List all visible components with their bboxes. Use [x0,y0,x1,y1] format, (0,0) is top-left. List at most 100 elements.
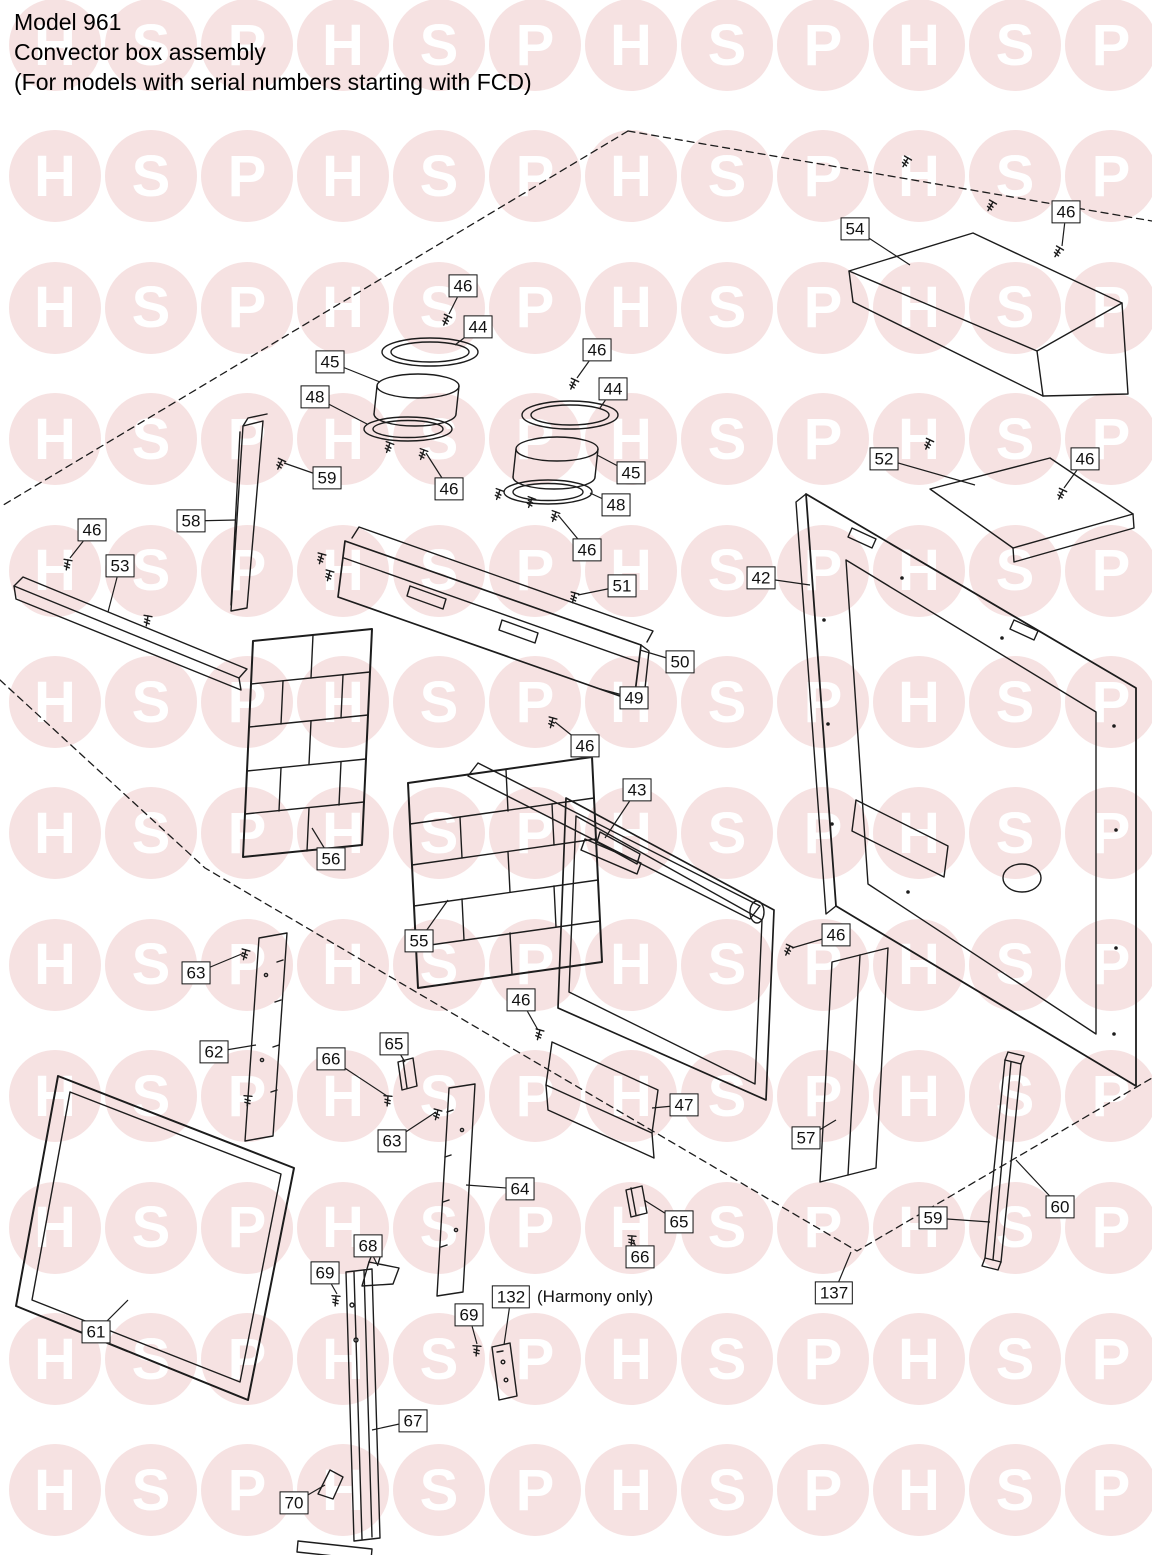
leader-line-59 [932,1217,991,1223]
watermark-letter-P: P [1065,1181,1152,1274]
leader-line-68 [367,1245,379,1267]
watermark-letter-P: P [777,1313,869,1405]
watermark-letter-P: P [489,1181,581,1274]
watermark-letter-P: P [489,130,581,223]
watermark-letter-H: H [585,130,677,223]
watermark-letter-S: S [969,130,1061,223]
watermark-letter-P: P [777,0,869,91]
watermark-letter-S: S [393,1444,485,1537]
watermark-letter-P: P [201,787,293,880]
watermark-letter-P: P [489,0,581,91]
watermark-letter-H: H [297,918,389,1011]
watermark-letter-S: S [105,1313,197,1405]
watermark-letter-S: S [105,1181,197,1274]
watermark-letter-H: H [297,261,389,354]
watermark-letter-H: H [873,1313,965,1405]
leader-line-137 [833,1251,852,1294]
watermark-letter-S: S [393,393,485,486]
leader-line-70 [293,1484,326,1504]
watermark-letter-S: S [393,656,485,748]
watermark-letter-P: P [201,1444,293,1537]
watermark-letter-H: H [873,1444,965,1537]
watermark-letter-P: P [1065,130,1152,223]
part-67-rail-assembly [296,1251,400,1555]
leader-line-53 [107,565,121,613]
leader-line-66 [632,1239,641,1258]
watermark-letter-H: H [873,1050,965,1143]
watermark-letter-P: P [489,1444,581,1537]
leader-line-46 [1063,458,1086,489]
watermark-letter-S: S [681,393,773,486]
watermark-letter-S: S [681,261,773,354]
watermark-letter-H: H [9,130,101,223]
part-65-bracket-left [397,1057,418,1091]
watermark-letter-H: H [585,261,677,354]
watermark-letter-P: P [201,1181,293,1274]
watermark-letter-S: S [681,656,773,748]
leader-line-46 [576,349,598,379]
watermark-letter-H: H [297,524,389,617]
watermark-letter-H: H [585,1444,677,1537]
watermark-letter-H: H [297,1444,389,1537]
leader-line-44 [599,388,614,409]
leader-line-63 [195,952,245,974]
leader-line-46 [425,452,450,490]
part-55-brick-panel [407,756,603,989]
watermark-letter-S: S [105,0,197,91]
watermark-letter-P: P [201,0,293,91]
watermark-letter-S: S [969,656,1061,748]
watermark-letter-S: S [681,0,773,91]
watermark-letter-P: P [777,1444,869,1537]
watermark-letter-H: H [873,524,965,617]
leader-line-47 [651,1104,685,1109]
watermark-letter-P: P [489,261,581,354]
watermark-letter-H: H [297,130,389,223]
watermark-letter-S: S [393,0,485,91]
watermark-letter-P: P [1065,261,1152,354]
part-65-bracket-right [625,1185,648,1218]
part-56-brick-panel [242,628,373,858]
watermark-letter-S: S [681,1444,773,1537]
watermark-letter-H: H [9,918,101,1011]
watermark-letter-S: S [969,1313,1061,1405]
watermark-letter-P: P [201,656,293,748]
part-59-60-strip [981,1051,1025,1271]
leader-line-42 [760,577,811,586]
watermark-letter-H: H [873,130,965,223]
watermark-letter-H: H [873,656,965,748]
part-58-strip [230,413,268,612]
watermark-letter-S: S [393,787,485,880]
part-44-45-48-rings-left [363,337,479,442]
watermark-letter-P: P [201,130,293,223]
leader-line-66 [330,1058,388,1097]
leader-line-52 [883,458,976,486]
watermark-letter-H: H [585,1313,677,1405]
watermark-letter-P: P [201,261,293,354]
watermark-letter-S: S [105,918,197,1011]
leader-line-60 [1015,1159,1061,1208]
watermark-letter-S: S [681,787,773,880]
leader-line-132 [503,1296,512,1346]
title-line-1: Model 961 [14,9,122,35]
watermark-letter-P: P [1065,524,1152,617]
watermark-letter-S: S [969,393,1061,486]
watermark-letter-P: P [1065,918,1152,1011]
part-52-shelf [929,457,1135,563]
watermark-letter-S: S [681,1313,773,1405]
leader-line-46 [557,514,588,551]
watermark-letter-S: S [969,787,1061,880]
watermark-letter-S: S [969,1444,1061,1537]
watermark-letter-S: S [105,787,197,880]
watermark-letter-S: S [393,130,485,223]
leader-line-65 [643,1199,680,1223]
watermark-letter-H: H [297,1181,389,1274]
leader-line-69 [468,1314,478,1345]
watermark-letter-S: S [681,130,773,223]
dashed-outline [0,130,1152,1252]
watermark-letter-H: H [9,656,101,748]
back-panel-frame [557,797,775,1101]
watermark-letter-P: P [1065,787,1152,880]
